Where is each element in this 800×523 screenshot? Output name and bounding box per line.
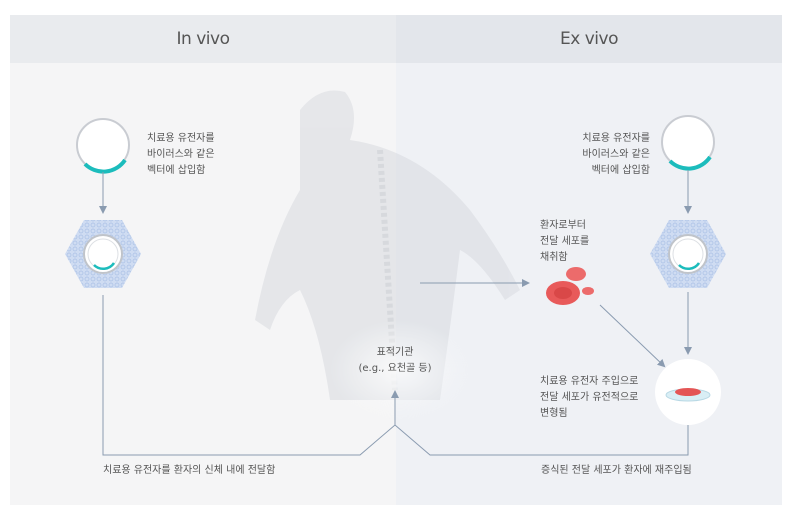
line: (e.g., 요천골 등) bbox=[358, 363, 432, 374]
harvest-text: 환자로부터 전달 세포를 채취함 bbox=[540, 218, 589, 266]
viral-vector-hexagon-icon bbox=[65, 220, 141, 288]
in-vivo-title: In vivo bbox=[10, 15, 396, 63]
blood-cells-icon bbox=[546, 267, 594, 305]
transform-text: 치료용 유전자 주입으로 전달 세포가 유전적으로 변형됨 bbox=[540, 374, 638, 422]
line: 벡터에 삽입함 bbox=[147, 165, 206, 176]
ex-vivo-title: Ex vivo bbox=[396, 15, 782, 63]
line: 바이러스와 같은 bbox=[147, 149, 215, 160]
in-vivo-step1-text: 치료용 유전자를 바이러스와 같은 벡터에 삽입함 bbox=[147, 131, 215, 179]
ex-vivo-step1-text: 치료용 유전자를 바이러스와 같은 벡터에 삽입함 bbox=[560, 131, 650, 179]
line: 치료용 유전자를 bbox=[147, 133, 215, 144]
petri-dish-icon bbox=[655, 359, 721, 425]
line: 벡터에 삽입함 bbox=[591, 165, 650, 176]
line: 치료용 유전자를 bbox=[582, 133, 650, 144]
line: 전달 세포를 bbox=[540, 236, 590, 247]
viral-vector-hexagon-icon bbox=[650, 220, 726, 288]
line: 변형됨 bbox=[540, 408, 568, 419]
line: 치료용 유전자 주입으로 bbox=[540, 376, 639, 387]
human-back-illustration bbox=[255, 90, 520, 420]
target-organ-text: 표적기관 (e.g., 요천골 등) bbox=[355, 345, 435, 377]
line: 표적기관 bbox=[376, 347, 414, 358]
line: 환자로부터 bbox=[540, 220, 586, 231]
ex-vivo-bottom-text: 증식된 전달 세포가 환자에 재주입됨 bbox=[541, 465, 692, 476]
line: 전달 세포가 유전적으로 bbox=[540, 392, 639, 403]
in-vivo-bottom-text: 치료용 유전자를 환자의 신체 내에 전달함 bbox=[103, 465, 276, 476]
vector-plasmid-icon bbox=[76, 118, 130, 174]
vector-plasmid-icon bbox=[661, 115, 715, 171]
line: 채취함 bbox=[540, 252, 568, 263]
line: 바이러스와 같은 bbox=[582, 149, 650, 160]
